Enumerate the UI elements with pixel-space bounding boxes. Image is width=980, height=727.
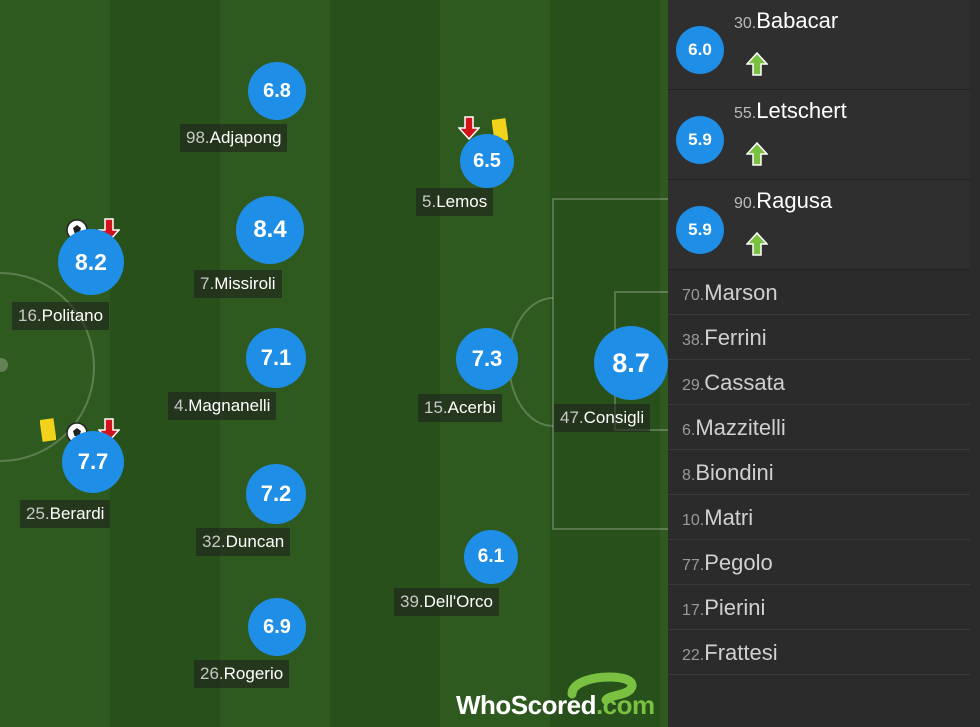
unused-sub-marson[interactable]: 70.Marson	[668, 270, 970, 315]
rating-bubble: 8.7	[594, 326, 668, 400]
sub-name: 8.Biondini	[682, 460, 774, 485]
player-politano[interactable]: 8.2 16.Politano	[8, 214, 148, 334]
unused-sub-frattesi[interactable]: 22.Frattesi	[668, 630, 970, 675]
player-dellorco[interactable]: 6.1 39.Dell'Orco	[394, 530, 534, 650]
player-name-tag: 26.Rogerio	[194, 660, 290, 688]
pitch: 8.2 16.Politano 7.7 25.Berardi 6.8 98.Ad…	[0, 0, 668, 727]
player-missiroli[interactable]: 8.4 7.Missiroli	[190, 196, 330, 316]
rating-bubble: 8.2	[58, 229, 124, 295]
player-berardi[interactable]: 7.7 25.Berardi	[8, 414, 148, 534]
substitute-row-ragusa[interactable]: 5.9 90.Ragusa	[668, 180, 970, 270]
sub-name: 22.Frattesi	[682, 640, 778, 665]
rating-bubble: 6.0	[676, 26, 724, 74]
sub-name: 30.Babacar	[734, 8, 839, 33]
rating-bubble: 6.9	[248, 598, 306, 656]
sub-name: 55.Letschert	[734, 98, 847, 123]
player-name-tag: 16.Politano	[12, 302, 110, 330]
sub-name: 29.Cassata	[682, 370, 785, 395]
player-name-tag: 98.Adjapong	[180, 124, 288, 152]
unused-sub-matri[interactable]: 10.Matri	[668, 495, 970, 540]
rating-bubble: 7.7	[62, 431, 124, 493]
sub-name: 70.Marson	[682, 280, 778, 305]
sub-on-arrow-icon	[745, 141, 769, 171]
player-name-tag: 25.Berardi	[20, 500, 111, 528]
substitutes-panel: 6.0 30.Babacar 5.9 55.Letschert 5.9 90.R…	[668, 0, 980, 727]
rating-bubble: 6.5	[460, 134, 514, 188]
player-name-tag: 32.Duncan	[196, 528, 291, 556]
logo-mark-icon	[567, 672, 637, 705]
rating-bubble: 7.3	[456, 328, 518, 390]
player-duncan[interactable]: 7.2 32.Duncan	[196, 464, 336, 584]
rating-bubble: 5.9	[676, 116, 724, 164]
player-name-tag: 15.Acerbi	[418, 394, 502, 422]
rating-bubble: 8.4	[236, 196, 304, 264]
player-magnanelli[interactable]: 7.1 4.Magnanelli	[168, 328, 308, 448]
centre-spot	[0, 358, 8, 372]
unused-sub-mazzitelli[interactable]: 6.Mazzitelli	[668, 405, 970, 450]
yellow-card-icon	[39, 418, 57, 442]
player-name-tag: 39.Dell'Orco	[394, 588, 500, 616]
player-name-tag: 4.Magnanelli	[168, 392, 277, 420]
player-rogerio[interactable]: 6.9 26.Rogerio	[194, 598, 334, 718]
sub-on-arrow-icon	[745, 51, 769, 81]
substitute-row-letschert[interactable]: 5.9 55.Letschert	[668, 90, 970, 180]
player-adjapong[interactable]: 6.8 98.Adjapong	[180, 62, 320, 182]
sub-name: 10.Matri	[682, 505, 754, 530]
player-consigli[interactable]: 8.7 47.Consigli	[554, 326, 668, 446]
player-acerbi[interactable]: 7.3 15.Acerbi	[418, 328, 558, 448]
sub-name: 77.Pegolo	[682, 550, 773, 575]
penalty-box	[552, 198, 668, 530]
rating-bubble: 5.9	[676, 206, 724, 254]
substitute-row-babacar[interactable]: 6.0 30.Babacar	[668, 0, 970, 90]
unused-sub-pierini[interactable]: 17.Pierini	[668, 585, 970, 630]
sub-name: 6.Mazzitelli	[682, 415, 786, 440]
rating-bubble: 6.1	[464, 530, 518, 584]
sub-off-arrow-icon	[457, 116, 481, 141]
player-name-tag: 5.Lemos	[416, 188, 494, 216]
unused-sub-cassata[interactable]: 29.Cassata	[668, 360, 970, 405]
rating-bubble: 6.8	[248, 62, 306, 120]
player-name-tag: 47.Consigli	[554, 404, 651, 432]
rating-bubble: 7.2	[246, 464, 306, 524]
sub-name: 90.Ragusa	[734, 188, 833, 213]
rating-bubble: 7.1	[246, 328, 306, 388]
sub-name: 17.Pierini	[682, 595, 766, 620]
sub-on-arrow-icon	[745, 231, 769, 261]
unused-sub-biondini[interactable]: 8.Biondini	[668, 450, 970, 495]
player-name-tag: 7.Missiroli	[194, 270, 282, 298]
unused-sub-ferrini[interactable]: 38.Ferrini	[668, 315, 970, 360]
player-lemos[interactable]: 6.5 5.Lemos	[416, 112, 556, 232]
sub-name: 38.Ferrini	[682, 325, 767, 350]
whoscored-logo: WhoScored.com	[456, 662, 666, 722]
unused-sub-pegolo[interactable]: 77.Pegolo	[668, 540, 970, 585]
